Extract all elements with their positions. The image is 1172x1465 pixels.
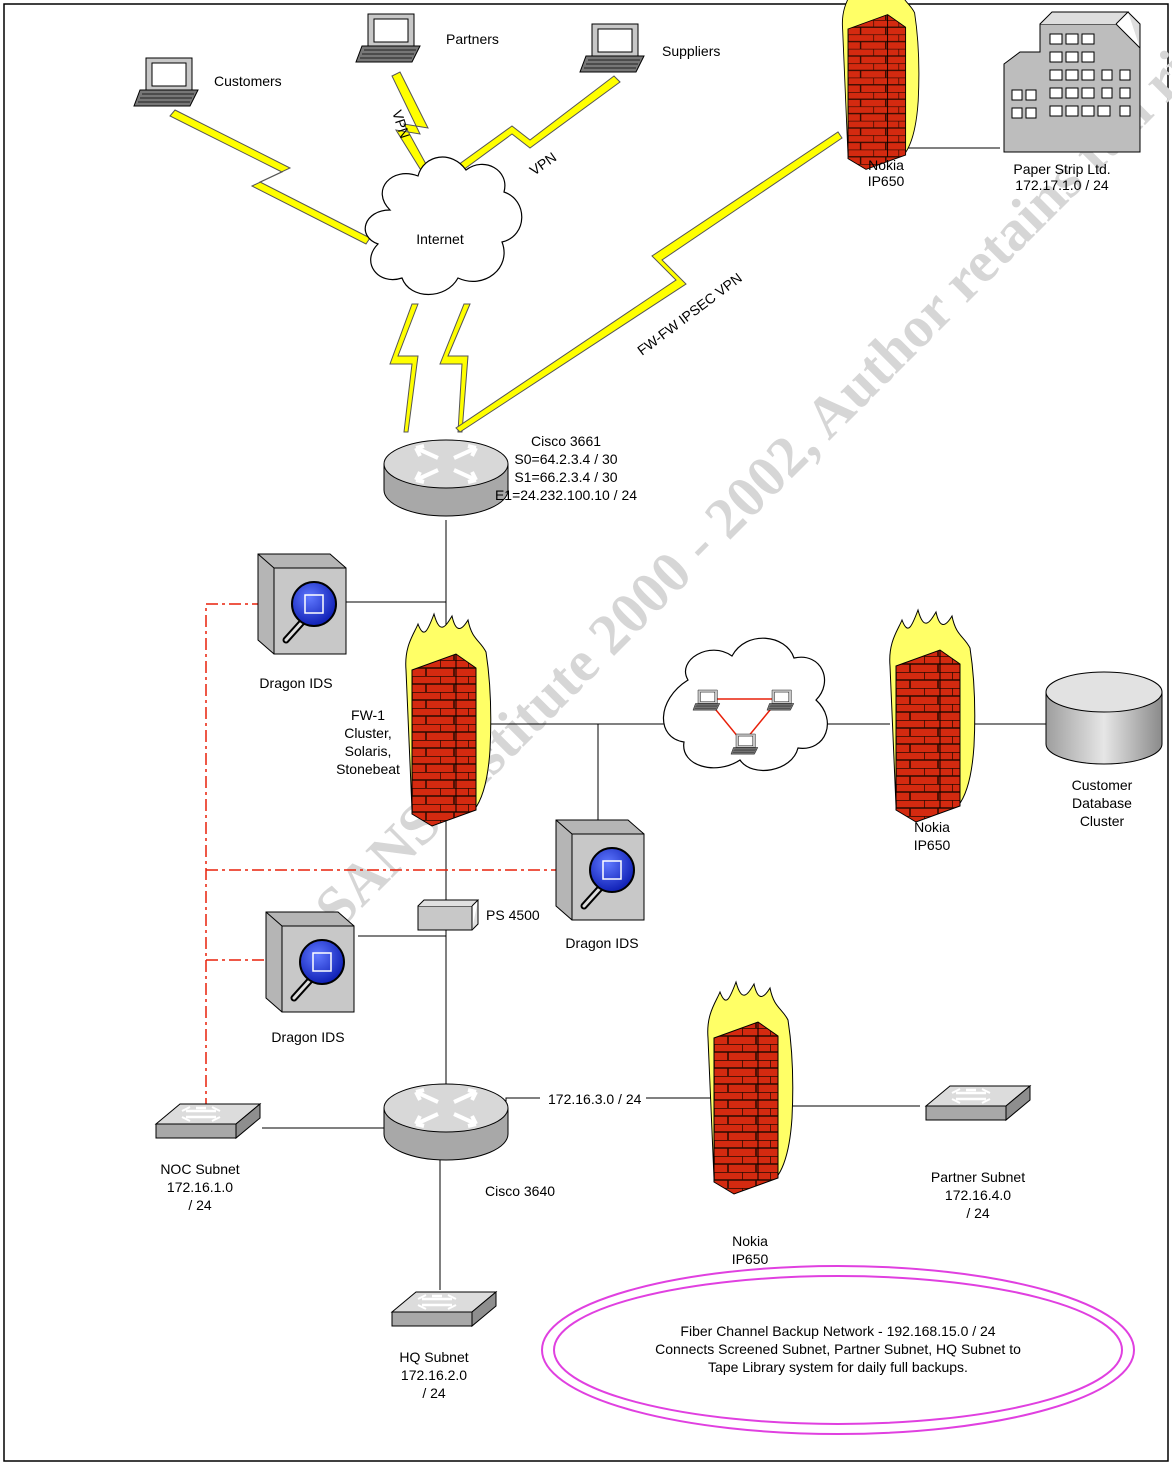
lightning-fw-fw-vpn xyxy=(456,132,842,432)
dragon-ids-1-icon xyxy=(258,554,346,654)
cisco-3661-label-4: E1=24.232.100.10 / 24 xyxy=(495,487,637,503)
partner-net-label: 172.16.3.0 / 24 xyxy=(548,1091,642,1107)
dragon-ids-2-label: Dragon IDS xyxy=(565,935,638,951)
customers-laptop xyxy=(134,58,198,106)
cisco-3640-router xyxy=(384,1084,508,1160)
fw1-label-4: Stonebeat xyxy=(336,761,400,777)
customer-database-icon xyxy=(1046,672,1162,764)
internet-cloud xyxy=(365,157,522,294)
nokia-top-label-2: IP650 xyxy=(868,173,905,189)
fiber-note-line-1: Fiber Channel Backup Network - 192.168.1… xyxy=(680,1323,995,1339)
partner-subnet-label-2: 172.16.4.0 xyxy=(945,1187,1011,1203)
screened-subnet-cloud xyxy=(663,638,827,770)
fw1-label-2: Cluster, xyxy=(344,725,391,741)
nokia-top-label-1: Nokia xyxy=(868,157,904,173)
lightning-internet-2 xyxy=(440,304,470,432)
hq-subnet-switch xyxy=(392,1292,496,1326)
fiber-note-line-3: Tape Library system for daily full backu… xyxy=(708,1359,968,1375)
paper-strip-building-icon xyxy=(1004,12,1140,152)
hq-subnet-label-2: 172.16.2.0 xyxy=(401,1367,467,1383)
nokia-mid-label-1: Nokia xyxy=(914,819,950,835)
paper-strip-label-2: 172.17.1.0 / 24 xyxy=(1015,177,1109,193)
nokia-mid-label-2: IP650 xyxy=(914,837,951,853)
nokia-bottom-label-1: Nokia xyxy=(732,1233,768,1249)
customers-label: Customers xyxy=(214,73,282,89)
nokia-bottom-label-2: IP650 xyxy=(732,1251,769,1267)
nokia-bottom-firewall xyxy=(708,982,793,1194)
cisco-3640-label: Cisco 3640 xyxy=(485,1183,555,1199)
fw1-label-3: Solaris, xyxy=(345,743,392,759)
suppliers-laptop xyxy=(580,24,644,72)
dragon-ids-3-label: Dragon IDS xyxy=(271,1029,344,1045)
noc-subnet-label-2: 172.16.1.0 xyxy=(167,1179,233,1195)
lightning-customers xyxy=(170,110,370,244)
cisco-3661-router xyxy=(384,440,508,516)
fw1-label-1: FW-1 xyxy=(351,707,385,723)
internet-label: Internet xyxy=(416,231,464,247)
fiber-note-line-2: Connects Screened Subnet, Partner Subnet… xyxy=(655,1341,1021,1357)
customer-db-label-3: Cluster xyxy=(1080,813,1125,829)
cisco-3661-label-3: S1=66.2.3.4 / 30 xyxy=(514,469,617,485)
cisco-3661-label-1: Cisco 3661 xyxy=(531,433,601,449)
partner-subnet-switch xyxy=(926,1086,1030,1120)
lightning-internet-1 xyxy=(390,304,418,432)
hq-subnet-label-3: / 24 xyxy=(422,1385,446,1401)
nokia-top-firewall xyxy=(842,0,919,169)
customer-db-label-2: Database xyxy=(1072,795,1132,811)
partner-subnet-label-3: / 24 xyxy=(966,1205,990,1221)
fw-fw-vpn-label: FW-FW IPSEC VPN xyxy=(634,269,745,358)
hq-subnet-label-1: HQ Subnet xyxy=(399,1349,468,1365)
noc-subnet-label-3: / 24 xyxy=(188,1197,212,1213)
ps4500-label: PS 4500 xyxy=(486,907,540,923)
paper-strip-label-1: Paper Strip Ltd. xyxy=(1013,161,1110,177)
customer-db-label-1: Customer xyxy=(1072,777,1133,793)
partner-subnet-label-1: Partner Subnet xyxy=(931,1169,1025,1185)
nokia-mid-firewall xyxy=(890,610,975,822)
vpn-suppliers-label: VPN xyxy=(527,149,560,179)
dragon-ids-3-icon xyxy=(266,912,354,1012)
noc-subnet-label-1: NOC Subnet xyxy=(160,1161,239,1177)
dragon-ids-1-label: Dragon IDS xyxy=(259,675,332,691)
ids-mgmt-line-1 xyxy=(206,604,258,1110)
partners-label: Partners xyxy=(446,31,499,47)
suppliers-label: Suppliers xyxy=(662,43,720,59)
dragon-ids-2-icon xyxy=(556,820,644,920)
noc-subnet-switch xyxy=(156,1104,260,1138)
link-nokia-partner xyxy=(792,1098,920,1106)
cisco-3661-label-2: S0=64.2.3.4 / 30 xyxy=(514,451,617,467)
fw1-cluster-firewall xyxy=(406,614,491,826)
partners-laptop xyxy=(356,14,420,62)
ps4500-device-icon xyxy=(418,900,478,930)
